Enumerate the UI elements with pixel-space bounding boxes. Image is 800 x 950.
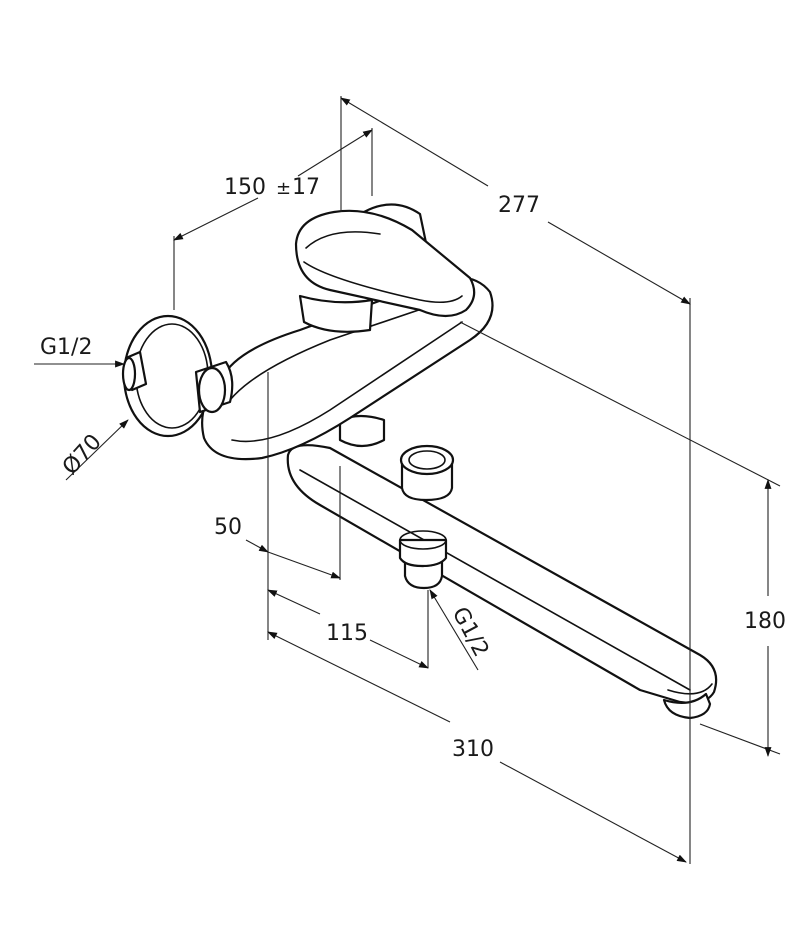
inlet-stub xyxy=(121,350,148,392)
label-310: 310 xyxy=(452,737,494,762)
label-tolerance: ± xyxy=(276,178,291,199)
leader-flange-dia xyxy=(65,419,129,481)
extension-lines xyxy=(173,96,781,864)
dim-line-50 xyxy=(245,539,269,553)
dimension-lines xyxy=(34,97,772,863)
dim-line-115 xyxy=(267,589,321,615)
dim-line-150 xyxy=(173,197,259,241)
spout xyxy=(286,444,718,704)
dim-line-310 xyxy=(267,631,451,723)
label-outlet-thread: G1/2 xyxy=(447,603,494,661)
spout-nozzle xyxy=(662,692,712,720)
mixer-body xyxy=(201,276,494,461)
label-180: 180 xyxy=(744,609,786,634)
lever-handle xyxy=(294,209,476,318)
label-flange-diameter: Ø70 xyxy=(58,430,107,480)
label-50: 50 xyxy=(214,515,242,540)
wall-flange xyxy=(122,314,234,438)
cartridge-neck xyxy=(298,294,374,333)
faucet-illustration xyxy=(121,203,718,720)
bottom-outlet-connector xyxy=(398,530,448,590)
label-115: 115 xyxy=(326,621,368,646)
leader-outlet-g12 xyxy=(429,589,479,671)
label-inlet-thread: G1/2 xyxy=(40,335,92,360)
label-150: 150 xyxy=(224,175,266,200)
dim-line-277 xyxy=(340,97,489,187)
label-17: 17 xyxy=(292,175,320,200)
diverter-knob xyxy=(399,444,455,502)
label-277: 277 xyxy=(498,193,540,218)
